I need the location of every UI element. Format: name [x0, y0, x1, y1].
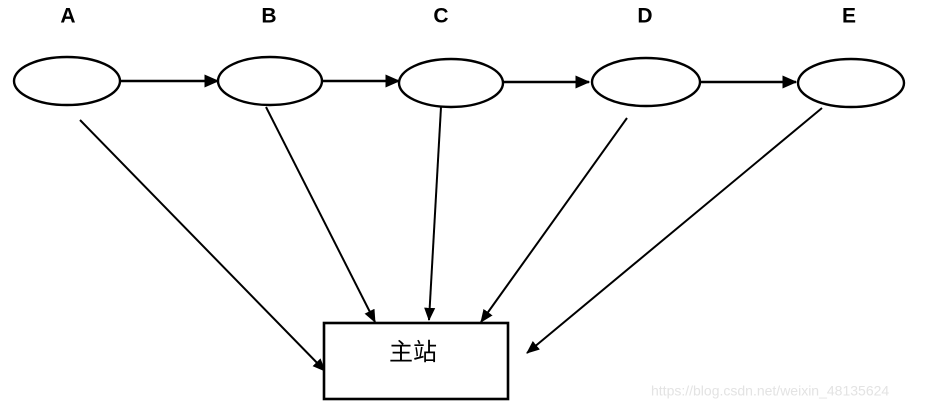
node-label-a: A [60, 5, 75, 28]
hub-box[interactable] [322, 321, 510, 401]
node-ellipse-e[interactable] [796, 57, 906, 109]
node-ellipse-b[interactable] [216, 55, 324, 107]
hub-group[interactable]: 主站 [322, 321, 510, 401]
edge-e-to-hub [526, 107, 823, 354]
node-label-c: C [433, 5, 448, 28]
node-ellipse-d[interactable] [590, 56, 702, 108]
node-label-b: B [261, 5, 276, 28]
edge-d-to-hub [480, 117, 628, 323]
node-label-d: D [637, 5, 652, 28]
watermark-label: https://blog.csdn.net/weixin_48135624 [651, 383, 889, 399]
hub-label: 主站 [389, 338, 437, 366]
nodes-group [12, 55, 906, 109]
node-label-e: E [842, 5, 856, 28]
edge-a-to-hub [79, 119, 326, 372]
edge-c-to-hub [424, 106, 442, 322]
edge-b-to-hub [265, 106, 376, 323]
node-ellipse-a[interactable] [12, 55, 122, 107]
node-labels-group: A B C D E [60, 5, 856, 28]
hub-edges-group [79, 106, 823, 372]
node-ellipse-c[interactable] [397, 57, 505, 109]
